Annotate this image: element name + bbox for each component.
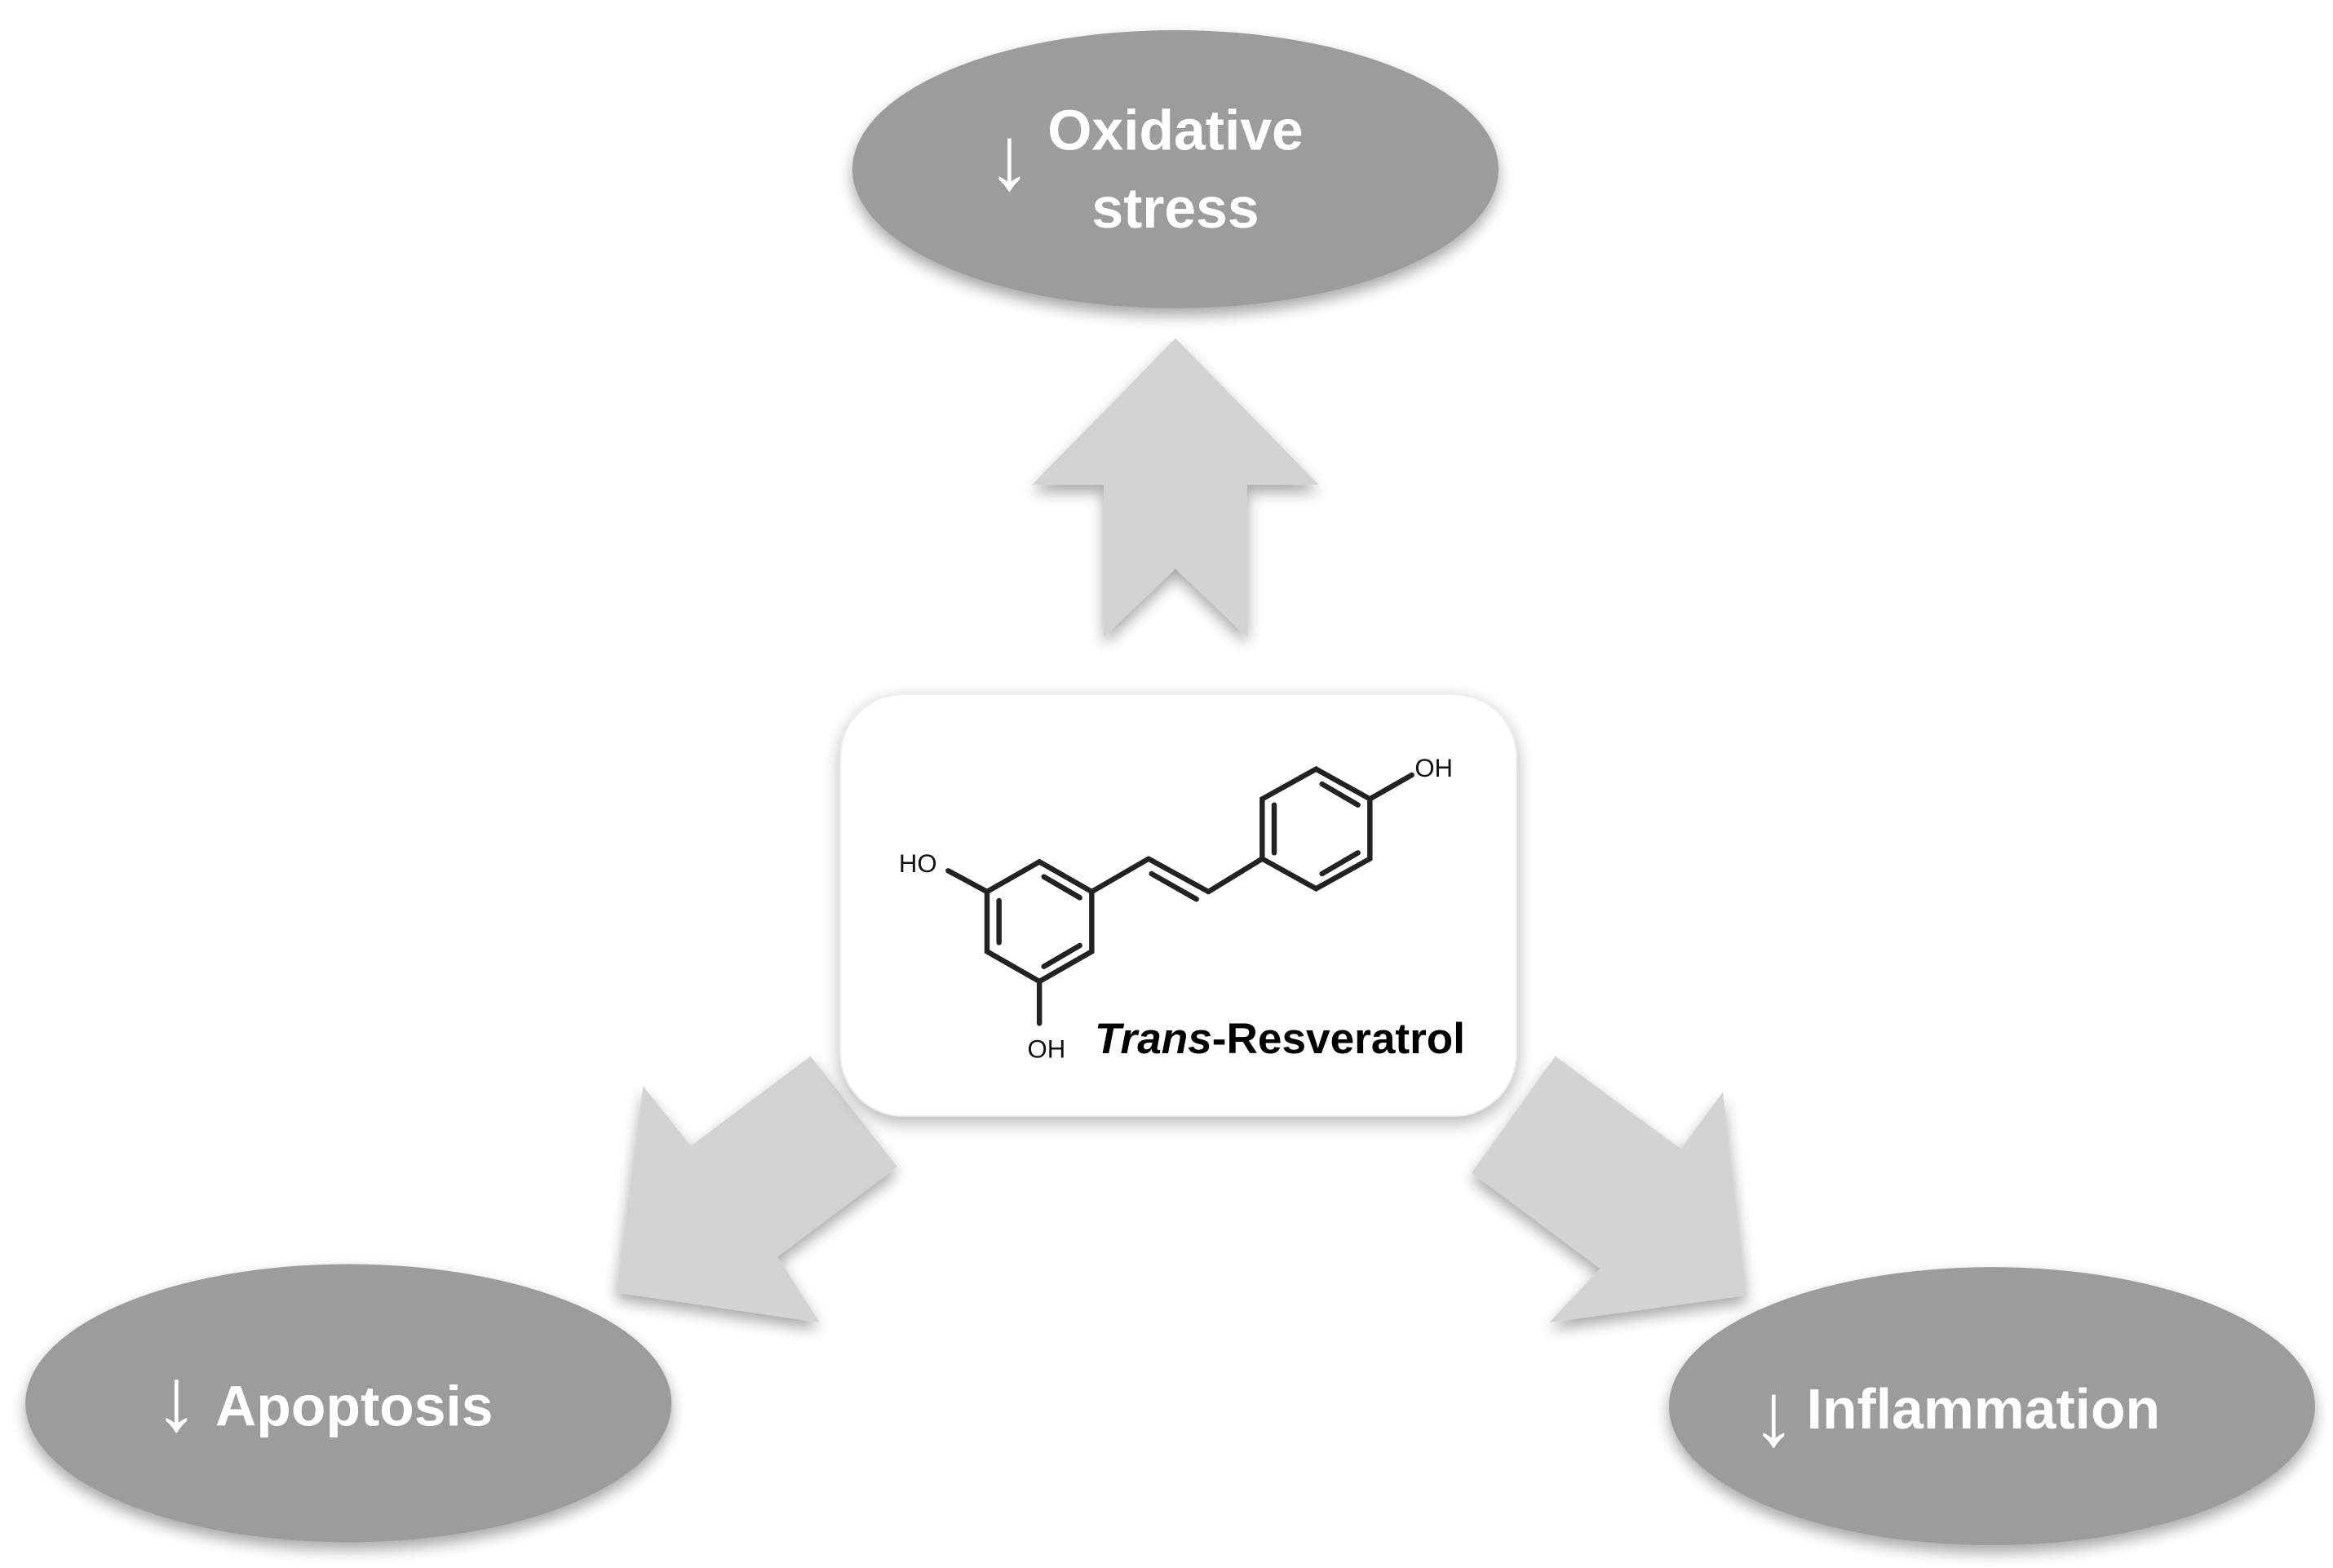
vinyl-bond-2 (1206, 856, 1265, 895)
ellipse-oxidative-stress (852, 30, 1499, 308)
vinyl-bond-1 (1089, 856, 1152, 895)
vinyl-double-bond (1145, 856, 1211, 895)
apoptosis-label: Apoptosis (215, 1375, 494, 1438)
bond-to-ho (945, 868, 990, 895)
resveratrol-structure: OH HO OH (899, 754, 1453, 1064)
oxidative-label-line2: stress (1091, 176, 1259, 240)
bond-to-oh-top (1367, 772, 1414, 802)
ellipse-labels: ↓ Oxidative stress ↓ Apoptosis ↓ Inflamm… (154, 99, 2160, 1465)
molecule-name: Trans-Resveratrol (1095, 1015, 1465, 1063)
ellipse-inflammation (1669, 1267, 2315, 1546)
oxidative-down-arrow: ↓ (987, 108, 1032, 208)
inflammation-down-arrow: ↓ (1751, 1364, 1796, 1464)
molecule-name-prefix: Trans (1095, 1015, 1212, 1063)
oxidative-label-line1: Oxidative (1047, 99, 1304, 162)
molecule-name-suffix: -Resveratrol (1212, 1015, 1465, 1063)
arrow-down-right (1472, 1056, 1747, 1322)
arrows (616, 338, 1747, 1322)
ellipse-apoptosis (25, 1264, 672, 1543)
oh-bottom: OH (1028, 1035, 1066, 1064)
oh-top-right: OH (1414, 754, 1453, 782)
inflammation-label: Inflammation (1807, 1377, 2160, 1441)
effect-ellipses (25, 30, 2315, 1546)
apoptosis-down-arrow: ↓ (154, 1349, 199, 1450)
ho-left: HO (899, 849, 937, 878)
arrow-down-left (616, 1056, 897, 1322)
arrow-up (1032, 338, 1319, 638)
